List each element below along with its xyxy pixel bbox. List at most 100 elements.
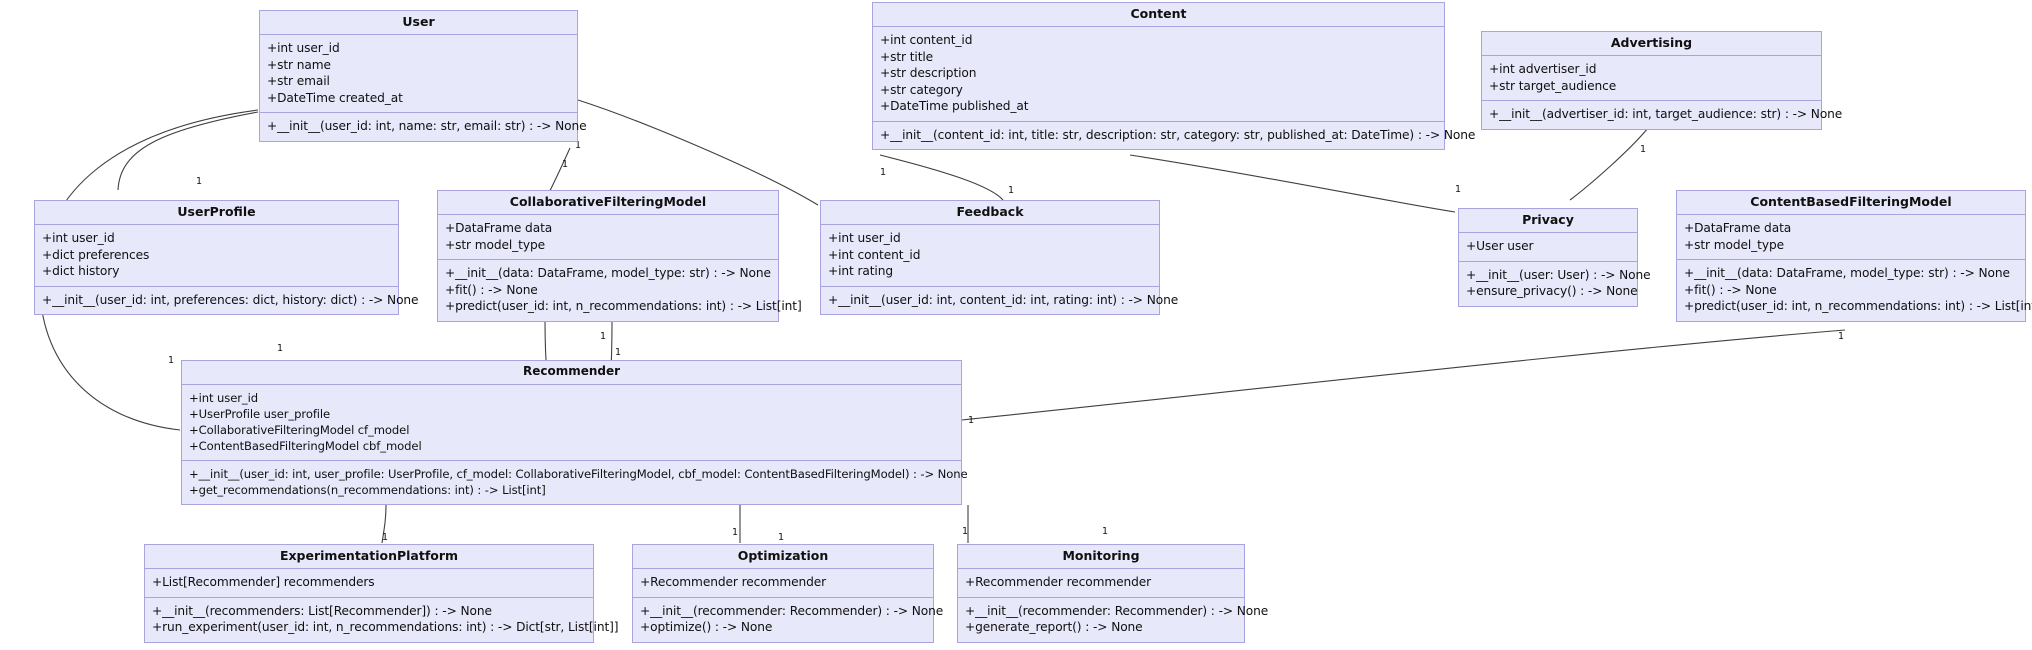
attribute-row: +str description (880, 66, 977, 81)
class-box-advertising[interactable]: Advertising +int advertiser_id +str targ… (1481, 31, 1843, 130)
method-row: +__init__(data: DataFrame, model_type: s… (1684, 266, 2010, 281)
method-row: +fit() : -> None (1684, 282, 1777, 297)
attribute-row: +Recommender recommender (640, 575, 827, 590)
attributes-compartment: +Recommender recommender (633, 569, 933, 598)
attribute-row: +DateTime created_at (267, 90, 403, 105)
method-row: +__init__(user_id: int, preferences: dic… (42, 292, 419, 307)
attribute-row: +User user (1466, 239, 1534, 254)
multiplicity-label: 1 (1838, 331, 1845, 342)
multiplicity-label: 1 (575, 140, 582, 151)
multiplicity-label: 1 (382, 532, 389, 543)
attribute-row: +int advertiser_id (1489, 62, 1597, 77)
attribute-row: +str name (267, 57, 331, 72)
method-row: +__init__(recommenders: List[Recommender… (152, 603, 492, 618)
class-box-experimentationplatform[interactable]: ExperimentationPlatform +List[Recommende… (144, 544, 619, 643)
attributes-compartment: +DataFrame data +str model_type (438, 215, 778, 261)
method-row: +ensure_privacy() : -> None (1466, 284, 1638, 299)
methods-compartment: +__init__(user_id: int, content_id: int,… (821, 287, 1179, 315)
attribute-row: +dict history (42, 264, 120, 279)
attribute-row: +str category (880, 82, 963, 97)
multiplicity-label: 1 (1102, 526, 1109, 537)
method-row: +__init__(advertiser_id: int, target_aud… (1489, 107, 1843, 122)
attribute-row: +DataFrame data (1684, 221, 1792, 236)
attributes-compartment: +int user_id +dict preferences +dict his… (35, 225, 398, 287)
attributes-compartment: +int advertiser_id +str target_audience (1482, 56, 1821, 102)
method-row: +generate_report() : -> None (965, 620, 1143, 635)
multiplicity-label: 1 (600, 331, 607, 342)
attribute-row: +str target_audience (1489, 78, 1617, 93)
multiplicity-label: 1 (880, 167, 887, 178)
class-name: Advertising (1482, 32, 1821, 57)
method-row: +run_experiment(user_id: int, n_recommen… (152, 620, 619, 635)
class-name: Privacy (1459, 209, 1637, 234)
class-box-privacy[interactable]: Privacy +User user +__init__(user: User)… (1458, 208, 1651, 307)
class-name: User (260, 11, 577, 36)
method-row: +__init__(user_id: int, user_profile: Us… (189, 466, 968, 481)
class-box-optimization[interactable]: Optimization +Recommender recommender +_… (632, 544, 943, 643)
edge-content-privacy (1129, 154, 1456, 213)
methods-compartment: +__init__(user_id: int, name: str, email… (260, 113, 587, 141)
attribute-row: +str title (880, 49, 934, 64)
attribute-row: +UserProfile user_profile (189, 406, 331, 421)
methods-compartment: +__init__(user_id: int, preferences: dic… (35, 287, 419, 315)
class-box-recommender[interactable]: Recommender +int user_id +UserProfile us… (181, 360, 968, 505)
class-box-userprofile[interactable]: UserProfile +int user_id +dict preferenc… (34, 200, 419, 316)
attribute-row: +DataFrame data (445, 221, 553, 236)
attribute-row: +str model_type (1684, 237, 1784, 252)
class-name: ExperimentationPlatform (145, 545, 593, 570)
class-box-feedback[interactable]: Feedback +int user_id +int content_id +i… (820, 200, 1179, 316)
edge-user-userprofile (117, 111, 259, 191)
methods-compartment: +__init__(recommenders: List[Recommender… (145, 598, 619, 642)
class-name: CollaborativeFilteringModel (438, 191, 778, 216)
class-name: Optimization (633, 545, 933, 570)
method-row: +get_recommendations(n_recommendations: … (189, 482, 546, 497)
methods-compartment: +__init__(data: DataFrame, model_type: s… (1677, 260, 2032, 321)
edge-advertising-privacy (1569, 127, 1649, 201)
class-box-collaborativefilteringmodel[interactable]: CollaborativeFilteringModel +DataFrame d… (437, 190, 802, 322)
edge-recommender-cbfmodel (961, 329, 1846, 421)
attribute-row: +CollaborativeFilteringModel cf_model (189, 422, 410, 437)
multiplicity-label: 1 (615, 347, 622, 358)
edge-content-feedback (879, 154, 1004, 201)
methods-compartment: +__init__(advertiser_id: int, target_aud… (1482, 101, 1843, 129)
multiplicity-label: 1 (962, 526, 969, 537)
class-box-user[interactable]: User +int user_id +str name +str email +… (259, 10, 587, 142)
method-row: +__init__(recommender: Recommender) : ->… (965, 603, 1269, 618)
methods-compartment: +__init__(recommender: Recommender) : ->… (958, 598, 1269, 642)
method-row: +__init__(user: User) : -> None (1466, 267, 1651, 282)
class-name: UserProfile (35, 201, 398, 226)
multiplicity-label: 1 (196, 176, 203, 187)
attributes-compartment: +int user_id +str name +str email +DateT… (260, 35, 577, 114)
class-box-content[interactable]: Content +int content_id +str title +str … (872, 2, 1475, 151)
attributes-compartment: +DataFrame data +str model_type (1677, 215, 2025, 261)
attributes-compartment: +List[Recommender] recommenders (145, 569, 593, 598)
class-box-contentbasedfilteringmodel[interactable]: ContentBasedFilteringModel +DataFrame da… (1676, 190, 2032, 322)
methods-compartment: +__init__(recommender: Recommender) : ->… (633, 598, 943, 642)
multiplicity-label: 1 (1455, 184, 1462, 195)
attributes-compartment: +Recommender recommender (958, 569, 1244, 598)
class-box-monitoring[interactable]: Monitoring +Recommender recommender +__i… (957, 544, 1269, 643)
attribute-row: +ContentBasedFilteringModel cbf_model (189, 438, 422, 453)
attribute-row: +List[Recommender] recommenders (152, 575, 375, 590)
multiplicity-label: 1 (1640, 144, 1647, 155)
attribute-row: +int user_id (42, 231, 115, 246)
methods-compartment: +__init__(data: DataFrame, model_type: s… (438, 260, 802, 321)
method-row: +__init__(data: DataFrame, model_type: s… (445, 266, 771, 281)
attribute-row: +int user_id (267, 41, 340, 56)
method-row: +__init__(user_id: int, content_id: int,… (828, 292, 1179, 307)
class-name: ContentBasedFilteringModel (1677, 191, 2025, 216)
method-row: +predict(user_id: int, n_recommendations… (445, 299, 802, 314)
attribute-row: +int user_id (189, 390, 258, 405)
class-name: Monitoring (958, 545, 1244, 570)
attributes-compartment: +int user_id +int content_id +int rating (821, 225, 1159, 287)
attributes-compartment: +int content_id +str title +str descript… (873, 27, 1444, 122)
multiplicity-label: 1 (277, 343, 284, 354)
multiplicity-label: 1 (1008, 185, 1015, 196)
attribute-row: +int rating (828, 264, 893, 279)
attribute-row: +int content_id (828, 247, 921, 262)
method-row: +optimize() : -> None (640, 620, 773, 635)
method-row: +__init__(user_id: int, name: str, email… (267, 119, 587, 134)
attributes-compartment: +User user (1459, 233, 1637, 262)
attribute-row: +str model_type (445, 237, 545, 252)
